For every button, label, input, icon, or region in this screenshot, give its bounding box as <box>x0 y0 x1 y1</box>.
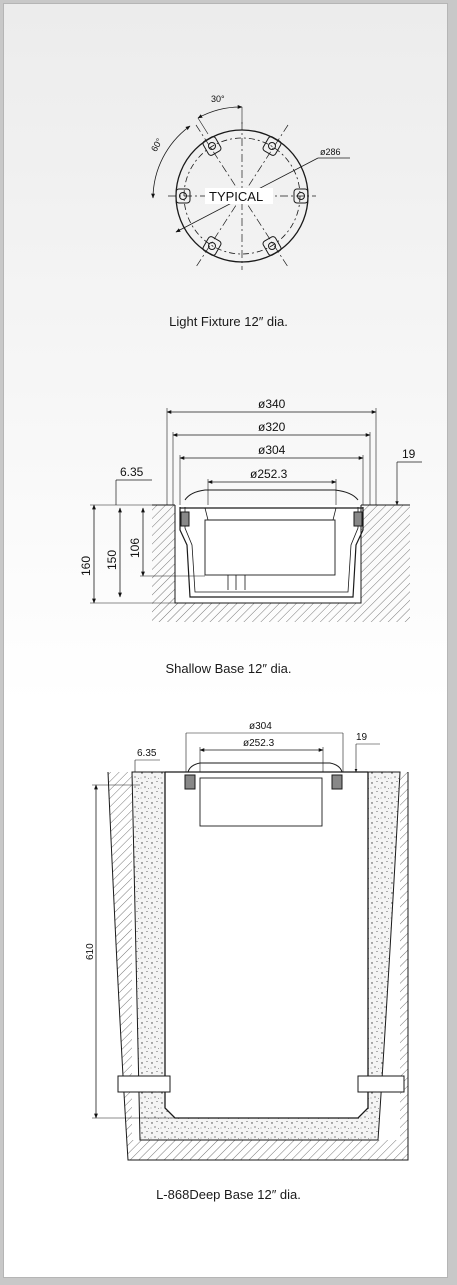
deep-base-caption: L-868Deep Base 12″ dia. <box>156 1187 301 1202</box>
light-fixture-drawing <box>151 105 350 270</box>
shallow-dim-304: ø304 <box>258 443 286 457</box>
deep-dim-304: ø304 <box>249 721 272 732</box>
deep-dim-19: 19 <box>356 732 368 743</box>
deep-dim-252: ø252.3 <box>243 738 275 749</box>
shallow-base-drawing <box>90 408 422 622</box>
deep-dim-610: 610 <box>85 943 96 960</box>
deep-base-drawing <box>92 732 409 1161</box>
angle-60-label: 60° <box>149 136 165 153</box>
shallow-dim-19: 19 <box>402 447 416 461</box>
diameter-286-label: ø286 <box>320 147 341 157</box>
shallow-base-caption: Shallow Base 12″ dia. <box>165 661 292 676</box>
light-fixture-caption: Light Fixture 12″ dia. <box>169 314 288 329</box>
deep-dim-6-35: 6.35 <box>137 748 157 759</box>
shallow-dim-320: ø320 <box>258 420 286 434</box>
shallow-dim-340: ø340 <box>258 397 286 411</box>
shallow-dim-252: ø252.3 <box>250 467 288 481</box>
typical-label: TYPICAL <box>209 189 263 204</box>
shallow-dim-160: 160 <box>79 556 93 576</box>
shallow-dim-106: 106 <box>128 538 142 558</box>
angle-30-label: 30° <box>211 94 225 104</box>
shallow-dim-150: 150 <box>105 550 119 570</box>
shallow-dim-6-35: 6.35 <box>120 465 144 479</box>
